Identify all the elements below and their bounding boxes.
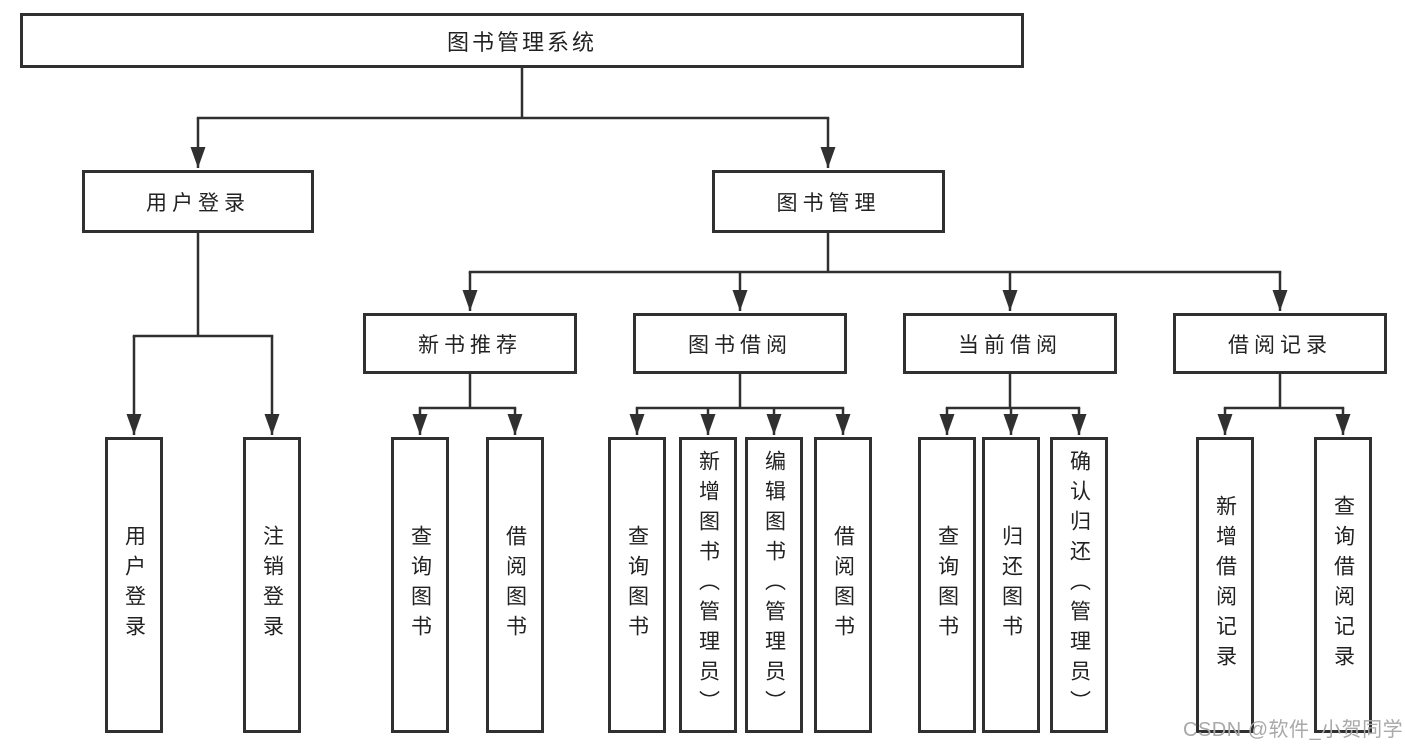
leaf-edit-books-admin: 编辑图书（管理员）	[745, 437, 803, 733]
leaf-borrow-books: 借阅图书	[814, 437, 872, 733]
leaf-label: 确认归还（管理员）	[1067, 450, 1091, 720]
node-library-management-system: 图书管理系统	[20, 13, 1024, 68]
leaf-logout-login: 注销登录	[243, 437, 301, 733]
leaf-user-login: 用户登录	[105, 437, 163, 733]
node-new-book-recommend: 新书推荐	[363, 313, 577, 374]
leaf-label: 归还图书	[999, 525, 1023, 645]
leaf-label: 用户登录	[122, 525, 146, 645]
tree-edge-arrows	[126, 118, 1351, 435]
leaf-label: 查询图书	[408, 525, 432, 645]
leaf-borrow-books-recommend: 借阅图书	[486, 437, 544, 733]
leaf-label: 查询借阅记录	[1331, 495, 1355, 675]
leaf-add-borrow-record: 新增借阅记录	[1196, 437, 1254, 733]
leaf-label: 借阅图书	[831, 525, 855, 645]
csdn-watermark: CSDN @软件_小贺同学	[1183, 719, 1404, 741]
leaf-query-books-current: 查询图书	[918, 437, 976, 733]
node-current-borrow: 当前借阅	[903, 313, 1117, 374]
node-book-borrow: 图书借阅	[633, 313, 847, 374]
leaf-label: 编辑图书（管理员）	[762, 450, 786, 720]
tree-edge-spines	[132, 66, 1345, 410]
leaf-label: 借阅图书	[503, 525, 527, 645]
leaf-label: 新增图书（管理员）	[696, 450, 720, 720]
leaf-label: 查询图书	[935, 525, 959, 645]
leaf-query-books-recommend: 查询图书	[391, 437, 449, 733]
node-book-management: 图书管理	[712, 170, 945, 233]
node-user-login: 用户登录	[82, 170, 314, 233]
node-borrow-records: 借阅记录	[1173, 313, 1387, 374]
leaf-query-borrow-record: 查询借阅记录	[1314, 437, 1372, 733]
leaf-return-books: 归还图书	[982, 437, 1040, 733]
leaf-query-books-borrow: 查询图书	[608, 437, 666, 733]
leaf-label: 查询图书	[625, 525, 649, 645]
leaf-confirm-return-admin: 确认归还（管理员）	[1050, 437, 1108, 733]
leaf-add-books-admin: 新增图书（管理员）	[679, 437, 737, 733]
leaf-label: 新增借阅记录	[1213, 495, 1237, 675]
leaf-label: 注销登录	[260, 525, 284, 645]
